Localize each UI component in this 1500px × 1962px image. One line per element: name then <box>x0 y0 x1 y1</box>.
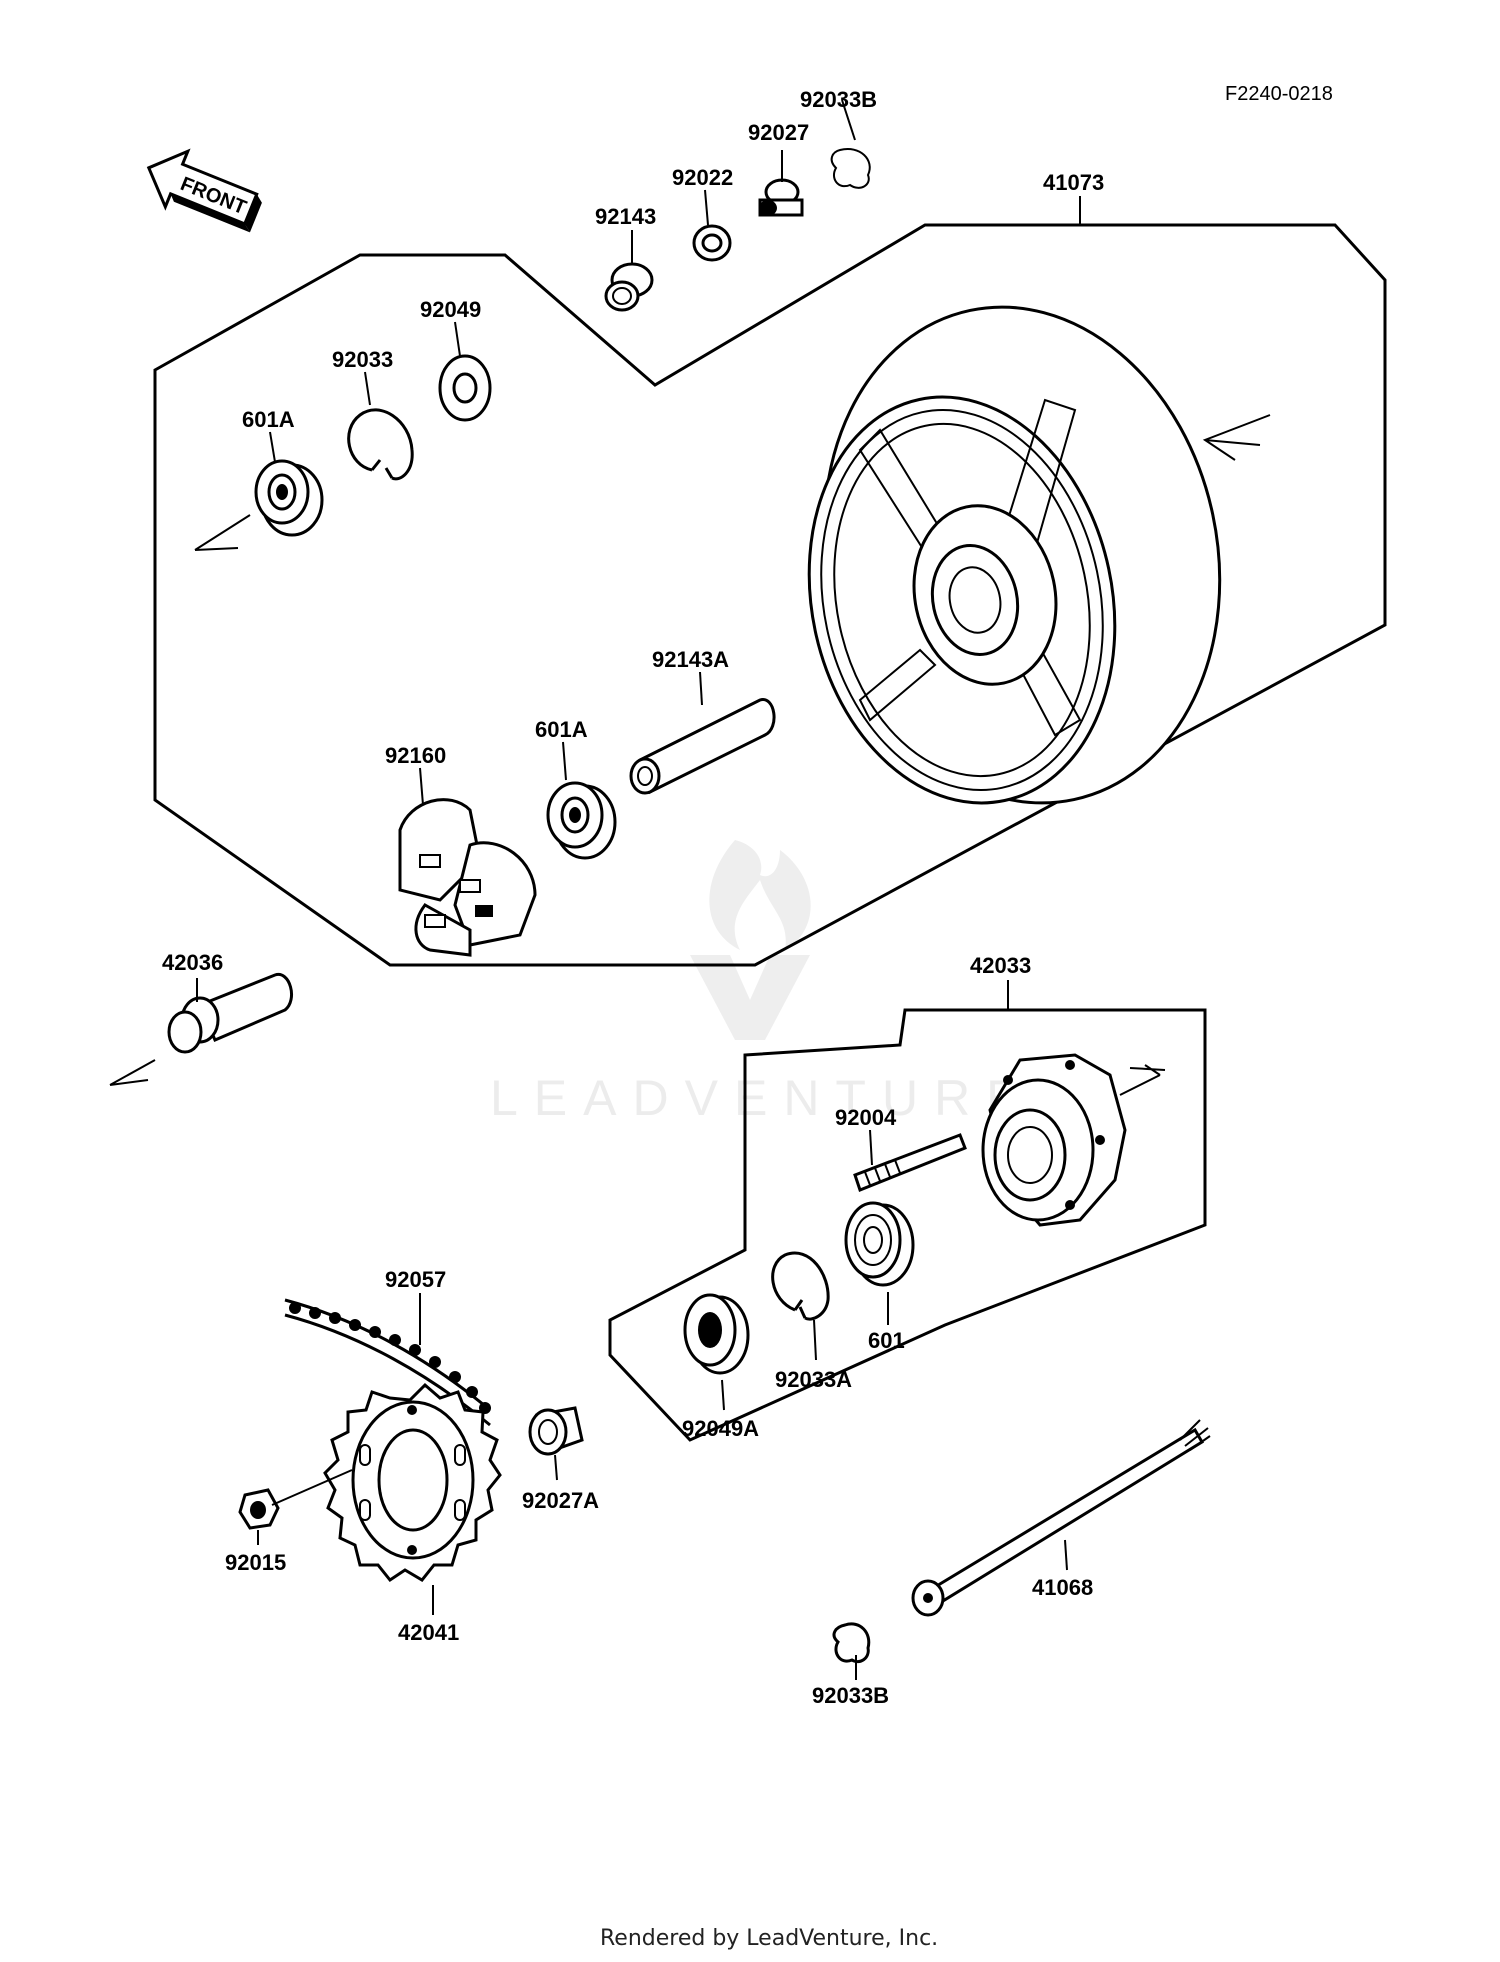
label-92033: 92033 <box>332 347 393 372</box>
wheel-41073 <box>807 305 1222 805</box>
washer-92022 <box>692 224 732 262</box>
label-92027: 92027 <box>748 120 809 145</box>
leader-92004 <box>869 1129 873 1166</box>
leader-92015-bolt <box>271 1469 353 1506</box>
label-92049a: 92049A <box>682 1416 759 1441</box>
label-92033b-bottom: 92033B <box>812 1683 889 1708</box>
bearing-601a-top <box>254 459 324 537</box>
leader-92022 <box>704 189 709 226</box>
label-92143a: 92143A <box>652 647 729 672</box>
sleeve-92143a <box>629 698 776 795</box>
seal-92049a <box>683 1293 750 1375</box>
leader-92160 <box>419 767 424 806</box>
label-42036: 42036 <box>162 950 223 975</box>
front-arrow-icon: FRONT <box>146 148 262 233</box>
leader-601a-low <box>562 741 567 781</box>
label-92015: 92015 <box>225 1550 286 1575</box>
leader-92033b-top <box>841 99 856 141</box>
circlip-92033b-bottom <box>832 1622 871 1664</box>
circlip-92033a <box>771 1251 830 1321</box>
hub-assembly-boundary <box>608 1008 1207 1442</box>
label-92143: 92143 <box>595 204 656 229</box>
watermark-v-icon <box>690 955 810 1040</box>
label-41073: 41073 <box>1043 170 1104 195</box>
circlip-92033b-top <box>830 148 871 189</box>
leader-92143a <box>699 671 703 706</box>
collar-92027 <box>758 178 804 217</box>
nut-92015 <box>238 1488 280 1530</box>
axis-arrow-right-low <box>1119 1064 1166 1096</box>
diagram-code: F2240-0218 <box>1225 83 1333 105</box>
collar-92143 <box>604 262 654 312</box>
label-42041: 42041 <box>398 1620 459 1645</box>
wheel-assembly-boundary <box>153 223 1387 967</box>
label-92033a: 92033A <box>775 1367 852 1392</box>
leader-601a-top <box>269 431 276 463</box>
washer-92049 <box>438 354 492 422</box>
stud-92004 <box>853 1133 967 1192</box>
label-41068: 41068 <box>1032 1575 1093 1600</box>
collar-92027a <box>528 1406 584 1456</box>
sprocket-42041 <box>323 1382 502 1583</box>
leader-92049 <box>454 321 461 357</box>
axis-arrow-left-low <box>109 1059 156 1086</box>
axle-41068 <box>911 1419 1211 1617</box>
label-92057: 92057 <box>385 1267 446 1292</box>
leader-92049a <box>721 1379 725 1411</box>
label-92004: 92004 <box>835 1105 897 1130</box>
label-42033: 42033 <box>970 953 1031 978</box>
leader-41068 <box>1064 1539 1068 1571</box>
label-92033b-top: 92033B <box>800 87 877 112</box>
label-601a-low: 601A <box>535 717 588 742</box>
hub-42033 <box>981 1053 1127 1227</box>
label-92049: 92049 <box>420 297 481 322</box>
footer-credit: Rendered by LeadVenture, Inc. <box>600 1926 938 1951</box>
axis-arrow-right-top <box>1202 414 1271 461</box>
leader-92027a <box>554 1454 558 1481</box>
label-92160: 92160 <box>385 743 446 768</box>
watermark-flame-icon <box>709 840 811 950</box>
damper-92160 <box>398 798 537 957</box>
leader-92033a <box>813 1319 817 1361</box>
leader-92033 <box>364 371 371 406</box>
bearing-601a-low <box>546 781 617 860</box>
circlip-92033 <box>347 408 414 481</box>
axis-arrow-left-top <box>194 514 251 551</box>
chain-92057 <box>284 1298 491 1427</box>
bearing-601 <box>844 1201 915 1287</box>
watermark-text: LEADVENTURE <box>490 1070 1036 1126</box>
collar-42036 <box>167 973 293 1054</box>
label-92022: 92022 <box>672 165 733 190</box>
label-92027a: 92027A <box>522 1488 599 1513</box>
watermark: LEADVENTURE <box>490 840 1036 1126</box>
label-601: 601 <box>868 1328 905 1353</box>
label-601a-top: 601A <box>242 407 295 432</box>
